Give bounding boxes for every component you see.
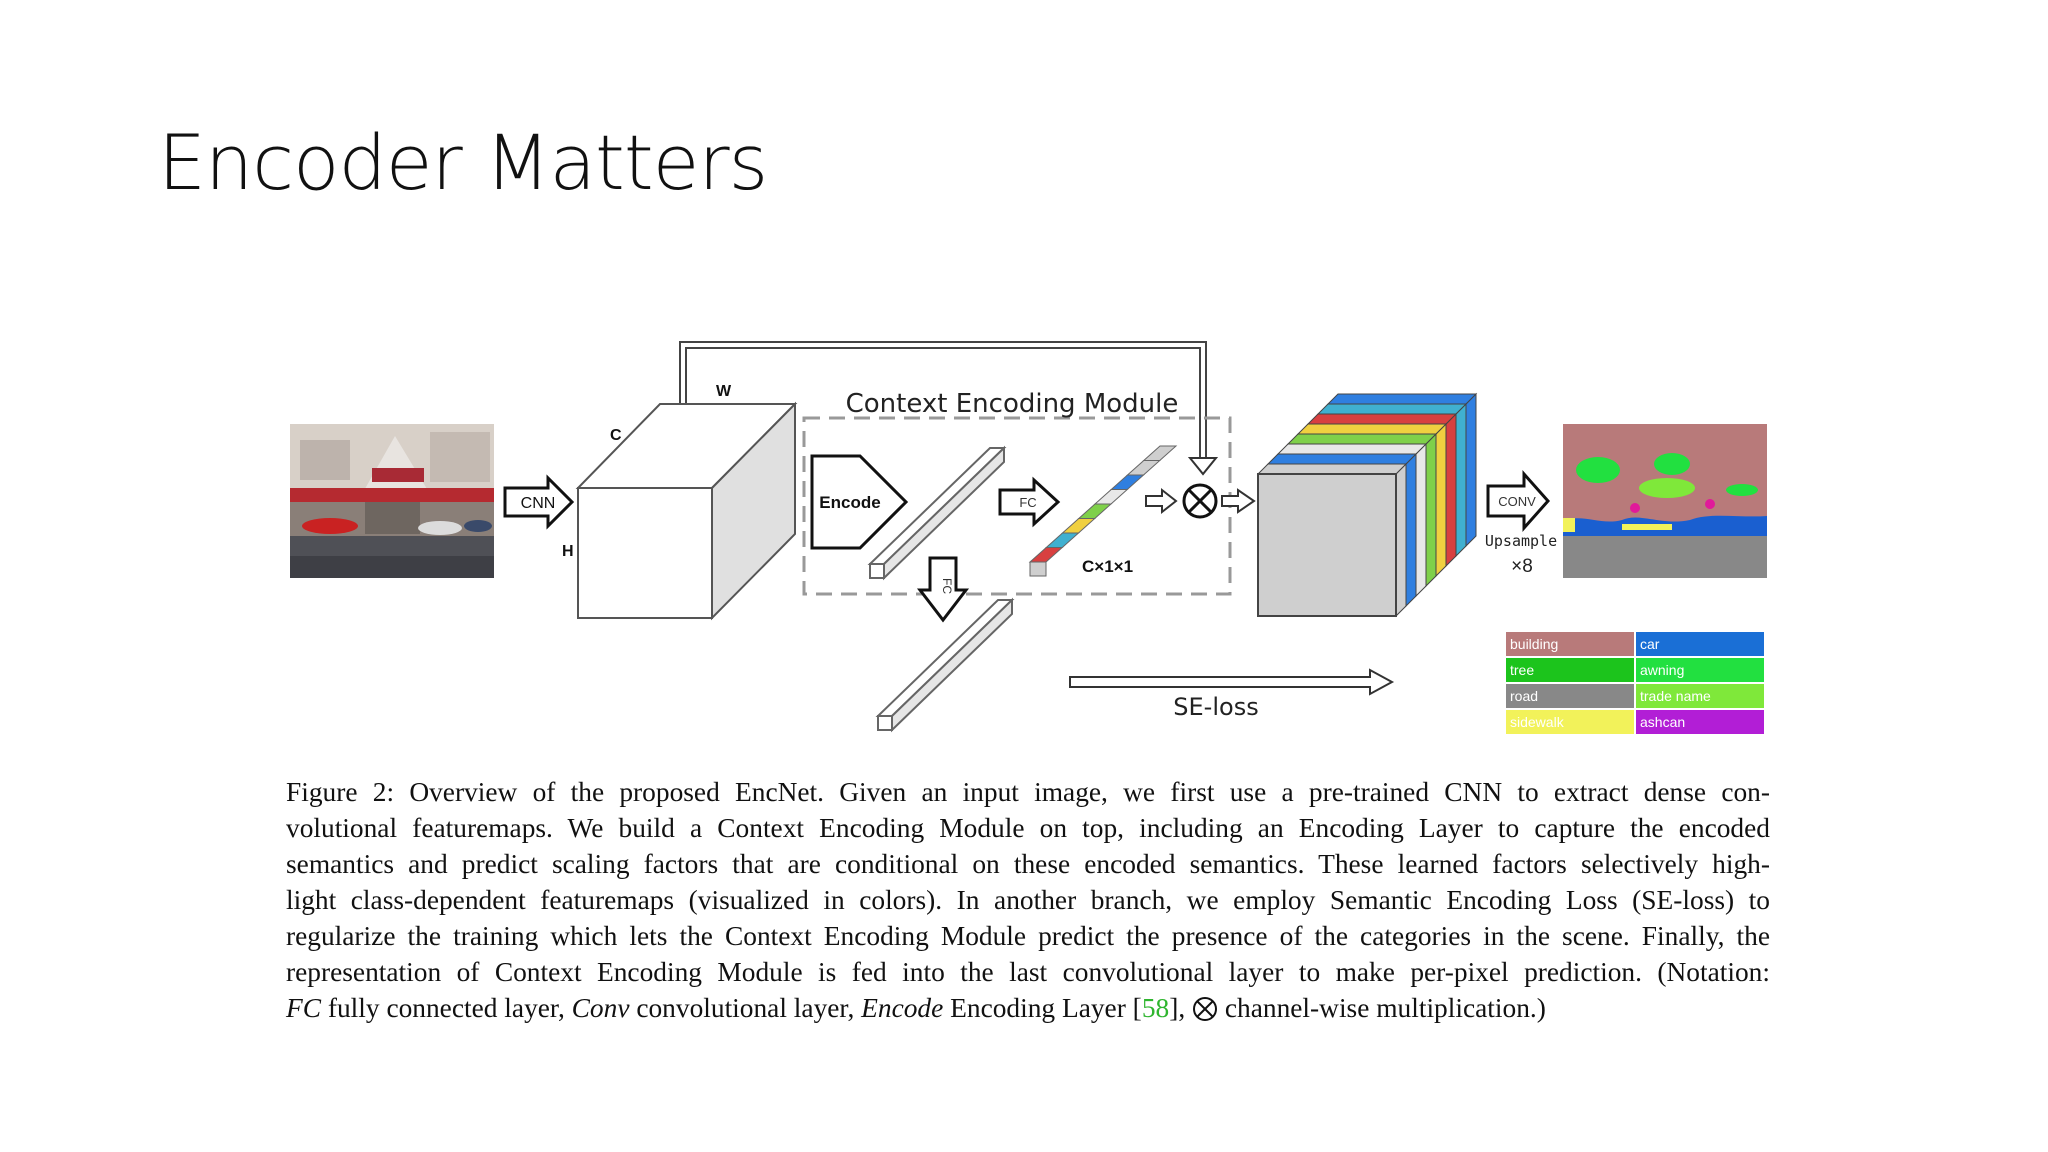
fc-arrow-right: FC	[998, 476, 1061, 528]
caption-line-notation: FC fully connected layer, Conv convoluti…	[286, 990, 1770, 1026]
feature-slab-side	[1435, 422, 1447, 578]
legend-label: ashcan	[1640, 714, 1685, 730]
encoded-vector	[867, 445, 1007, 581]
feature-slab-top	[1316, 403, 1468, 415]
context-module-title: Context Encoding Module	[846, 389, 1179, 419]
encode-term: Encode	[861, 993, 944, 1023]
se-loss-label: SE-loss	[1173, 693, 1258, 721]
se-loss-arrow	[1069, 668, 1395, 696]
legend-label: tree	[1510, 662, 1534, 678]
caption-line: light class-dependent featuremaps (visua…	[286, 885, 1770, 915]
caption-text: fully connected layer,	[321, 993, 572, 1023]
legend-swatch	[1506, 684, 1634, 708]
small-arrow-1	[1145, 487, 1178, 515]
feature-slab-side	[1465, 392, 1477, 548]
segmentation-output	[1563, 424, 1767, 578]
fc-top-label: FC	[1019, 495, 1036, 510]
legend-label: awning	[1640, 662, 1684, 678]
feature-slab-side	[1395, 462, 1407, 618]
legend-label: road	[1510, 688, 1538, 704]
fc-term: FC	[286, 993, 322, 1023]
cx11-segment	[1093, 489, 1129, 505]
legend-swatch	[1506, 710, 1634, 734]
cube-w-label: W	[716, 383, 732, 400]
x8-label: ×8	[1511, 556, 1533, 577]
feature-slab-side	[1425, 432, 1437, 588]
caption-line: representation of Context Encoding Modul…	[286, 957, 1770, 987]
feature-slab-side	[1445, 412, 1457, 568]
input-image	[290, 424, 494, 578]
legend-swatch	[1506, 632, 1634, 656]
caption-text: ],	[1169, 993, 1193, 1023]
cx11-segment	[1109, 474, 1145, 490]
caption-text: channel-wise multiplication.)	[1218, 993, 1546, 1023]
feature-slab-top	[1266, 453, 1418, 465]
fc-arrow-down: FC	[916, 556, 970, 623]
legend-swatch	[1506, 658, 1634, 682]
caption-text: Encoding Layer [	[943, 993, 1142, 1023]
feature-slab-top	[1326, 393, 1478, 405]
skip-connection	[679, 341, 1207, 460]
conv-term: Conv	[571, 993, 630, 1023]
cx11-segment	[1044, 532, 1080, 548]
legend-swatch	[1636, 710, 1764, 734]
legend-label: sidewalk	[1510, 714, 1565, 730]
feature-slab-side	[1405, 452, 1417, 608]
encode-label: Encode	[819, 493, 880, 512]
se-vector	[875, 597, 1015, 733]
skip-arrowhead	[1187, 457, 1219, 476]
feature-slab-top	[1286, 433, 1438, 445]
cx11-segment	[1028, 547, 1064, 563]
upsample-label: Upsample	[1485, 532, 1557, 550]
legend-label: building	[1510, 636, 1558, 652]
cnn-label: CNN	[521, 495, 556, 512]
feature-slab-top	[1296, 423, 1448, 435]
caption-line: Figure 2: Overview of the proposed EncNe…	[286, 777, 1770, 807]
conv-label: CONV	[1498, 494, 1536, 509]
legend-label: trade name	[1640, 688, 1711, 704]
legend-swatch	[1636, 684, 1764, 708]
cx11-segment	[1077, 503, 1113, 519]
feature-cube: W C H	[562, 383, 798, 621]
feature-slab-top	[1256, 463, 1408, 475]
slide-title: Encoder Matters	[158, 118, 768, 207]
caption-text: convolutional layer,	[629, 993, 862, 1023]
multiply-icon	[1182, 483, 1218, 519]
caption-line: semantics and predict scaling factors th…	[286, 849, 1770, 879]
legend-label: car	[1640, 636, 1660, 652]
cnn-arrow: CNN	[503, 474, 575, 530]
cx11-front	[1029, 561, 1047, 577]
caption-line: volutional featuremaps. We build a Conte…	[286, 813, 1770, 843]
conv-arrow: CONV	[1486, 470, 1551, 532]
feature-slab-top	[1276, 443, 1428, 455]
cx11-segment	[1126, 460, 1162, 476]
encode-block: Encode	[810, 454, 909, 550]
legend-swatch	[1636, 632, 1764, 656]
cx11-segment	[1061, 518, 1097, 534]
multiply-symbol-icon	[1193, 997, 1218, 1021]
class-legend: building car tree awning road trade name sidew…	[1506, 632, 1764, 734]
feature-slab-side	[1415, 442, 1427, 598]
caption-line: regularize the training which lets the C…	[286, 921, 1770, 951]
colored-feature-cube	[1256, 392, 1478, 618]
small-arrow-2	[1221, 488, 1256, 514]
citation-link[interactable]: 58	[1141, 993, 1170, 1023]
figure-caption: Figure 2: Overview of the proposed EncNe…	[286, 774, 1770, 1026]
cx11-vector	[1028, 445, 1178, 577]
cube-c-label: C	[610, 427, 622, 444]
cx11-segment	[1142, 445, 1178, 461]
cube-h-label: H	[562, 543, 574, 560]
fc-down-label: FC	[940, 578, 954, 594]
feature-slab-top	[1306, 413, 1458, 425]
legend-swatch	[1636, 658, 1764, 682]
cx11-label: C×1×1	[1082, 557, 1133, 576]
feature-cube-front	[1257, 473, 1397, 617]
feature-slab-side	[1455, 402, 1467, 558]
